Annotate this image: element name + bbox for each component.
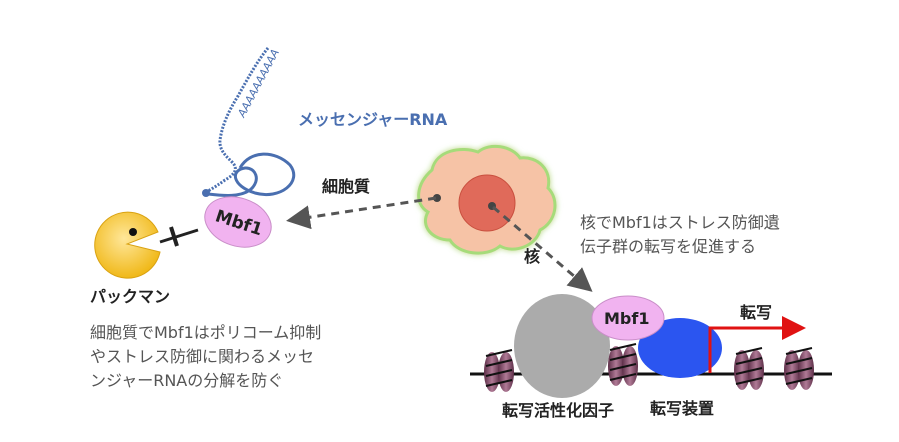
nucleosome-1	[484, 349, 514, 392]
machinery-label: 転写装置	[650, 399, 714, 418]
mbf1-nucleus-label: Mbf1	[604, 309, 649, 328]
cytoplasm-arrow	[286, 196, 437, 230]
transcription-machinery	[638, 318, 722, 378]
nucleosome-2	[608, 343, 638, 386]
activator-label: 転写活性化因子	[502, 401, 614, 420]
right-caption-line-2: 伝子群の転写を促進する	[580, 237, 756, 256]
right-caption-line-1: 核でMbf1はストレス防御遺	[580, 213, 780, 232]
pacman-label: パックマン	[90, 287, 170, 306]
mbf1-nucleus	[591, 295, 665, 341]
cell	[417, 144, 557, 255]
left-caption-line-1: 細胞質でMbf1はポリコーム抑制	[90, 323, 321, 342]
nucleosome-3	[734, 347, 764, 390]
transcription-label: 転写	[740, 303, 772, 322]
pacman-icon	[94, 211, 161, 279]
left-caption-line-3: ンジャーRNAの分解を防ぐ	[90, 371, 283, 390]
mrna-label: メッセンジャーRNA	[298, 110, 448, 129]
nucleosome-4	[784, 347, 814, 390]
mbf1-cytoplasm	[204, 196, 272, 248]
inhibition-symbol	[159, 226, 199, 247]
mrna-strand	[202, 47, 296, 197]
nucleus-arrow	[492, 205, 593, 292]
transcription-arrow	[708, 316, 806, 373]
polya-tail-label: AAAAAAAAAA	[235, 47, 282, 120]
cytoplasm-label: 細胞質	[322, 177, 370, 196]
left-caption-line-2: やストレス防御に関わるメッセ	[90, 347, 314, 366]
transcription-activator	[514, 294, 610, 398]
nucleus-label: 核	[524, 247, 540, 266]
